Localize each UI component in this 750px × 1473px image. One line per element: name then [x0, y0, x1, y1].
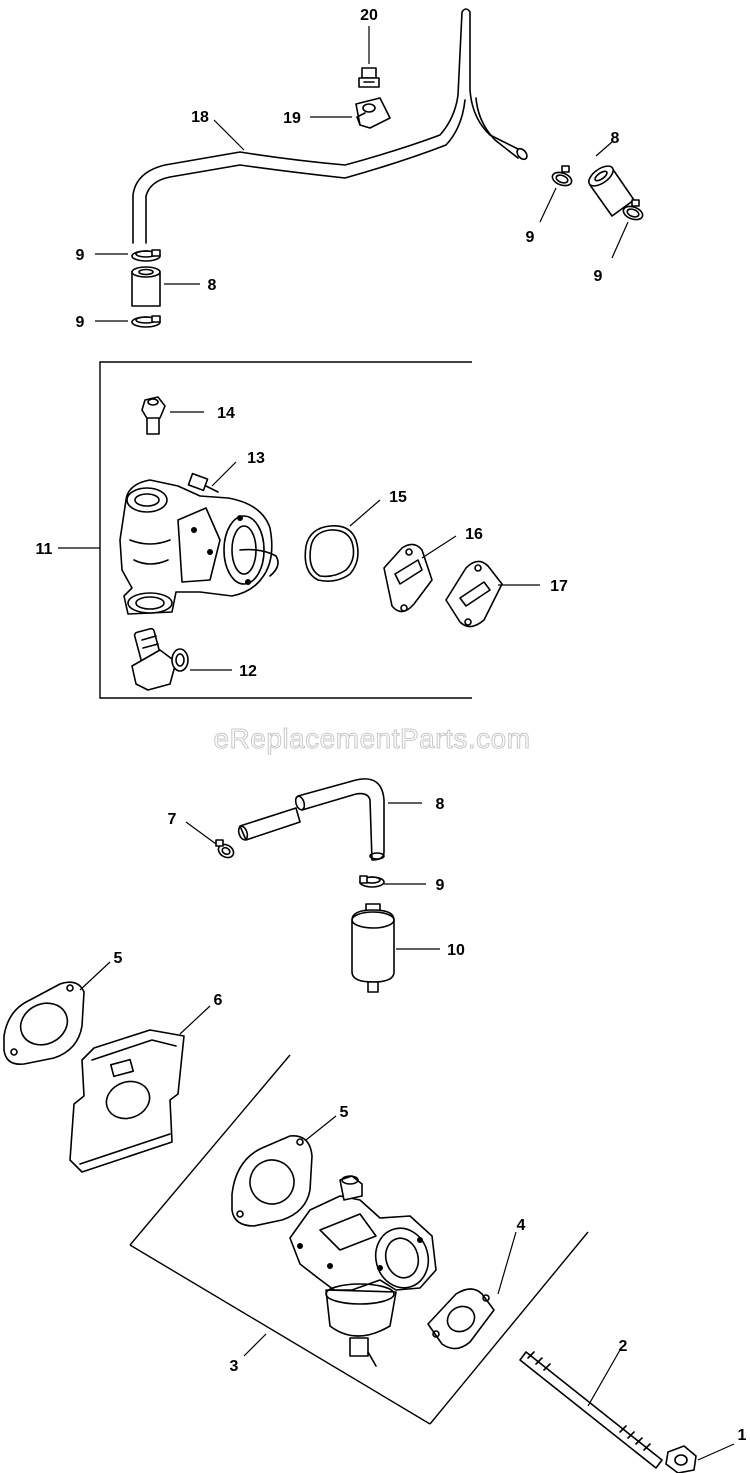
- callout-8-a: 8: [208, 277, 217, 294]
- callout-9-b: 9: [76, 314, 85, 331]
- watermark: eReplacementParts.com: [213, 723, 530, 754]
- bolt-part-20: [358, 67, 380, 88]
- callout-17: 17: [550, 578, 568, 595]
- callout-6: 6: [214, 992, 223, 1009]
- gasket-part-5-right: [231, 1135, 313, 1227]
- fitting-part-14: [141, 396, 166, 435]
- hose-part-8-right: [588, 165, 635, 217]
- carburetor-part-3: [289, 1175, 437, 1367]
- callout-18: 18: [191, 109, 209, 126]
- callout-9-a: 9: [76, 247, 85, 264]
- fuel-filter-part-10: [351, 903, 395, 993]
- stud-part-2: [519, 1351, 663, 1469]
- clamp-part-9-middle: [359, 875, 385, 888]
- fuel-pump-kit-box: [99, 361, 472, 699]
- callout-9-d: 9: [594, 268, 603, 285]
- callout-5-b: 5: [340, 1104, 349, 1121]
- callout-13: 13: [247, 450, 265, 467]
- leader-lines: [58, 26, 735, 1461]
- callout-9-c: 9: [526, 229, 535, 246]
- callout-1: 1: [738, 1427, 747, 1444]
- callout-2: 2: [619, 1338, 628, 1355]
- elbow-fitting-part-12: [131, 627, 189, 691]
- gasket-part-4: [427, 1288, 495, 1350]
- callout-7: 7: [168, 811, 177, 828]
- callout-9-e: 9: [436, 877, 445, 894]
- clamp-part-9-right-a: [551, 165, 573, 187]
- clamp-part-9-left-upper: [131, 249, 161, 262]
- nut-part-1: [665, 1445, 697, 1473]
- fuel-pump-part-11: [119, 479, 279, 615]
- callout-11: 11: [36, 541, 53, 558]
- hose-part-8-middle: [237, 778, 385, 861]
- gasket-part-5-left: [3, 981, 85, 1066]
- clamp-part-9-right-b: [622, 199, 644, 221]
- callout-8-b: 8: [611, 130, 620, 147]
- callout-14: 14: [217, 405, 235, 422]
- callout-15: 15: [389, 489, 407, 506]
- heat-shield-part-6: [69, 1029, 185, 1173]
- gasket-part-17: [445, 560, 503, 628]
- callout-16: 16: [465, 526, 483, 543]
- clip-part-19: [355, 97, 391, 129]
- hose-part-8-left: [131, 266, 161, 307]
- callout-3: 3: [230, 1358, 239, 1375]
- callout-labels: 20 19 18 9 8 9 9 8 9 14 13 11 15 16 17 1…: [36, 7, 747, 1444]
- callout-12: 12: [239, 663, 257, 680]
- callout-5-a: 5: [114, 950, 123, 967]
- diaphragm-part-15: [304, 524, 359, 582]
- callout-4: 4: [517, 1217, 526, 1234]
- screw-part-13: [187, 472, 219, 493]
- gasket-part-16: [383, 543, 433, 613]
- fuel-line-part-18: [132, 8, 528, 244]
- carburetor-assembly-bracket: [129, 1054, 589, 1425]
- callout-20: 20: [360, 7, 378, 24]
- callout-10: 10: [447, 942, 465, 959]
- clamp-part-7: [215, 839, 235, 859]
- callout-19: 19: [283, 110, 301, 127]
- callout-8-c: 8: [436, 796, 445, 813]
- clamp-part-9-left-lower: [131, 315, 161, 328]
